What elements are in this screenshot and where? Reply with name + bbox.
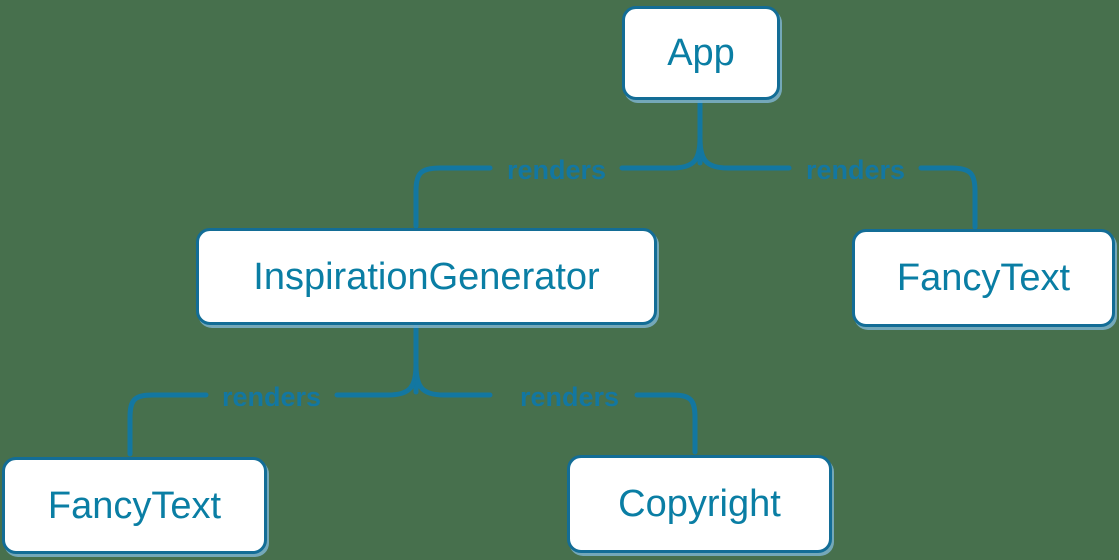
edge-label-app-to-fancy-text: renders [805, 155, 906, 185]
node-inspiration-generator: InspirationGenerator [196, 228, 657, 325]
edge-inspiration-generator-to-copyright-a [413, 362, 493, 398]
edge-inspiration-generator-to-fancy-text-b [127, 392, 209, 457]
node-inspiration-generator-label: InspirationGenerator [253, 255, 600, 298]
node-fancy-text-bottom-label: FancyText [47, 484, 222, 527]
node-app-label: App [667, 32, 735, 74]
edge-inspiration-generator-to-fancy-text-a [334, 362, 419, 398]
edge-app-to-fancy-text-b [918, 165, 978, 230]
node-copyright-label: Copyright [618, 483, 781, 525]
edge-label-inspiration-generator-to-fancy-text: renders [221, 382, 322, 412]
edge-label-inspiration-generator-to-copyright: renders [519, 382, 620, 412]
edge-app-to-inspiration-generator-a [619, 135, 703, 171]
node-app: App [622, 6, 780, 100]
edge-label-app-to-inspiration-generator: renders [506, 155, 607, 185]
node-fancy-text-top-label: FancyText [896, 257, 1071, 299]
edge-inspiration-generator-to-copyright-b [634, 392, 698, 455]
edge-app-to-inspiration-generator-b [413, 165, 493, 229]
node-fancy-text-top: FancyText [852, 229, 1115, 327]
node-fancy-text-bottom: FancyText [2, 457, 267, 554]
node-copyright: Copyright [567, 455, 832, 553]
edge-app-to-fancy-text-a [697, 135, 792, 171]
